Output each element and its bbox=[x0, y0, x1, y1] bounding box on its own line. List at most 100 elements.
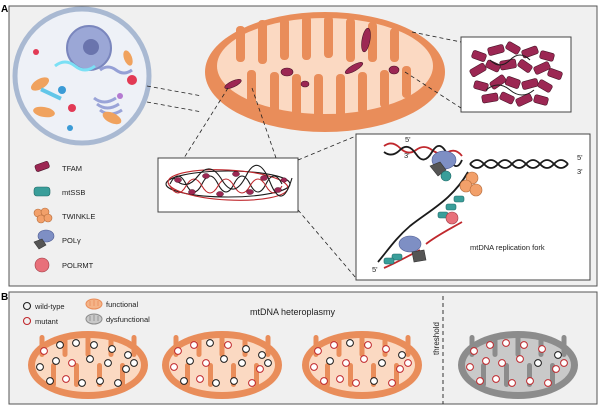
legend-label: dysfunctional bbox=[106, 315, 150, 324]
legend-label: TWINKLE bbox=[62, 212, 95, 221]
strand-end-label: 5' bbox=[372, 265, 378, 274]
wild-type-mtdna-circle bbox=[124, 351, 132, 359]
functional-mito-icon bbox=[85, 298, 103, 310]
mutant-mtdna-circle bbox=[544, 379, 552, 387]
mutant-mtdna-circle bbox=[502, 339, 510, 347]
mutant-mtdna-circle bbox=[224, 341, 232, 349]
heteroplasmy-mitochondria bbox=[28, 331, 578, 399]
mtssb-icon bbox=[33, 186, 51, 197]
legend-twinkle: TWINKLE bbox=[33, 207, 95, 224]
mutant-mtdna-circle bbox=[202, 359, 210, 367]
mutant-mtdna-circle bbox=[476, 377, 484, 385]
wild-type-mtdna-circle bbox=[258, 351, 266, 359]
dysfunctional-mito-icon bbox=[85, 313, 103, 325]
wild-type-mtdna-circle bbox=[56, 341, 64, 349]
wild-type-mtdna-circle bbox=[90, 341, 98, 349]
wild-type-mtdna-circle bbox=[104, 359, 112, 367]
wild-type-mtdna-circle bbox=[86, 355, 94, 363]
wild-type-mtdna-circle bbox=[370, 377, 378, 385]
protein-legend: TFAM mtSSB TWINKLE POLγ POLRMT bbox=[33, 161, 95, 273]
wild-type-mtdna-circle bbox=[264, 359, 272, 367]
polrmt-icon bbox=[34, 257, 50, 273]
mutant-mtdna-circle bbox=[492, 375, 500, 383]
wild-type-mtdna-circle bbox=[96, 377, 104, 385]
wild-type-mtdna-circle bbox=[114, 379, 122, 387]
wild-type-mtdna-circle bbox=[46, 377, 54, 385]
legend-label: functional bbox=[106, 300, 138, 309]
wild-type-mtdna-circle bbox=[72, 339, 80, 347]
legend-tfam: TFAM bbox=[34, 161, 82, 173]
mutant-mtdna-circle bbox=[320, 377, 328, 385]
mutant-mtdna-circle bbox=[248, 379, 256, 387]
heteroplasmy-title: mtDNA heteroplasmy bbox=[250, 307, 336, 317]
panel-a-letter: A bbox=[1, 4, 8, 15]
mutant-mtdna-circle bbox=[404, 359, 412, 367]
wild-type-mtdna-circle bbox=[122, 365, 130, 373]
mutant-mtdna-circle bbox=[470, 347, 478, 355]
wild-type-mtdna-circle bbox=[242, 345, 250, 353]
mutant-mtdna-circle bbox=[190, 341, 198, 349]
wild-type-mtdna-circle bbox=[534, 359, 542, 367]
legend-label: mtSSB bbox=[62, 188, 85, 197]
mutant-mtdna-circle bbox=[516, 355, 524, 363]
wild-type-mtdna-circle bbox=[186, 357, 194, 365]
mutant-mtdna-circle bbox=[388, 379, 396, 387]
mutant-mtdna-circle bbox=[196, 375, 204, 383]
wild-type-mtdna-circle bbox=[130, 359, 138, 367]
strand-end-label: 5' bbox=[405, 135, 411, 144]
legend-mtssb: mtSSB bbox=[33, 186, 85, 197]
mtdna-loop bbox=[165, 164, 293, 201]
cell-illustration bbox=[12, 6, 152, 146]
legend-polrmt: POLRMT bbox=[34, 257, 94, 273]
mutant-mtdna-circle bbox=[498, 359, 506, 367]
mtdna-zoom-box bbox=[157, 157, 299, 213]
wild-type-mtdna-circle bbox=[398, 351, 406, 359]
wild-type-mtdna-circle bbox=[326, 357, 334, 365]
legend-polg: POLγ bbox=[33, 229, 81, 250]
mutant-mtdna-circle bbox=[396, 365, 404, 373]
wild-type-mtdna-circle bbox=[378, 359, 386, 367]
mitochondrion-functional bbox=[162, 331, 282, 399]
wild-type-mtdna-circle bbox=[180, 377, 188, 385]
wild-type-mtdna-circle bbox=[554, 351, 562, 359]
wild-type-mtdna-circle bbox=[52, 357, 60, 365]
strand-end-label: 5' bbox=[577, 153, 583, 162]
mutant-mtdna-circle bbox=[382, 345, 390, 353]
nucleoid-cluster bbox=[469, 41, 563, 107]
twinkle-icon bbox=[33, 207, 53, 224]
mutant-mtdna-circle bbox=[68, 359, 76, 367]
mutant-mtdna-circle bbox=[352, 379, 360, 387]
wild-type-mtdna-circle bbox=[212, 379, 220, 387]
legend-label: POLRMT bbox=[62, 261, 94, 270]
wild-type-circle-icon bbox=[22, 301, 32, 311]
legend-label: wild-type bbox=[34, 302, 65, 311]
wild-type-mtdna-circle bbox=[230, 377, 238, 385]
wild-type-mtdna-circle bbox=[238, 359, 246, 367]
mutant-mtdna-circle bbox=[466, 363, 474, 371]
wild-type-mtdna-circle bbox=[206, 339, 214, 347]
wild-type-mtdna-circle bbox=[36, 363, 44, 371]
tfam-icon bbox=[34, 161, 50, 172]
strand-end-label: 3' bbox=[577, 167, 583, 176]
threshold-label: threshold bbox=[432, 322, 441, 355]
mutant-mtdna-circle bbox=[520, 341, 528, 349]
mutant-mtdna-circle bbox=[62, 375, 70, 383]
mutant-mtdna-circle bbox=[310, 363, 318, 371]
legend-label: POLγ bbox=[62, 236, 81, 245]
mutant-mtdna-circle bbox=[508, 379, 516, 387]
wild-type-mtdna-circle bbox=[220, 355, 228, 363]
panel-b-letter: B bbox=[1, 292, 8, 303]
mutant-mtdna-circle bbox=[342, 359, 350, 367]
mutant-mtdna-circle bbox=[364, 341, 372, 349]
mitochondrion-large bbox=[205, 12, 445, 132]
mutant-mtdna-circle bbox=[482, 357, 490, 365]
legend-label: TFAM bbox=[62, 164, 82, 173]
mitochondrion-functional bbox=[302, 331, 422, 399]
mutant-mtdna-circle bbox=[170, 363, 178, 371]
mutant-mtdna-circle bbox=[336, 375, 344, 383]
mitochondrion-functional bbox=[28, 331, 148, 399]
mutant-mtdna-circle bbox=[486, 341, 494, 349]
mutant-mtdna-circle bbox=[330, 341, 338, 349]
